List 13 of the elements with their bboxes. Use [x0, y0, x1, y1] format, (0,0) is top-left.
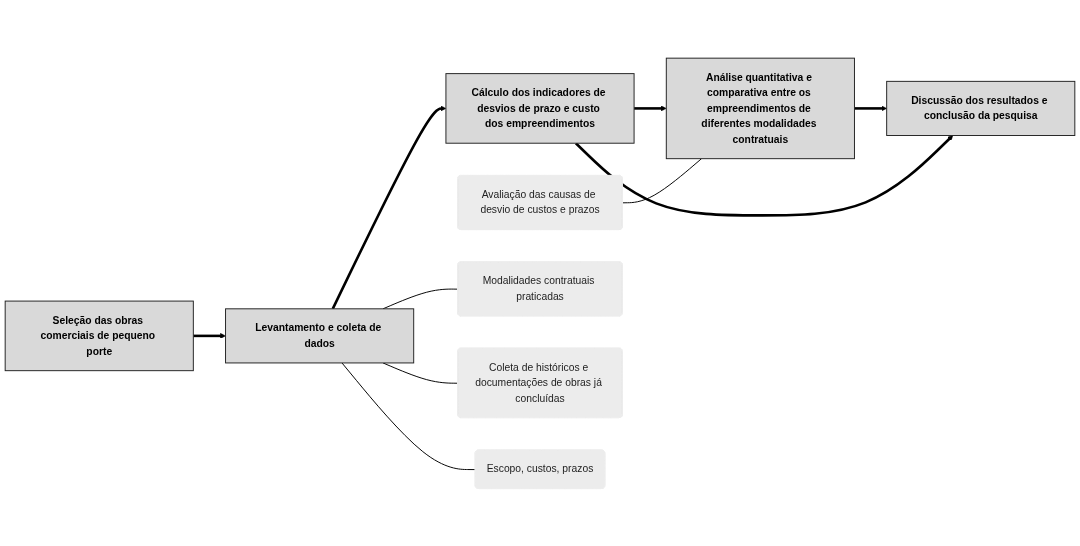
node-box: Discussão dos resultados e conclusão da pesquisa	[886, 80, 1076, 136]
node-box: Análise quantitativa e comparativa entre os empreendimentos de diferentes modalidades contratuais	[665, 57, 855, 159]
arrow	[574, 134, 954, 217]
arrow	[854, 105, 887, 111]
node-box: Cálculo dos indicadores de desvios de prazo e custo dos empreendimentos	[445, 72, 635, 144]
arrow	[193, 332, 226, 339]
arrow	[331, 105, 447, 309]
node-box: Levantamento e coleta de dados	[225, 307, 415, 364]
connector	[622, 157, 702, 203]
connector	[382, 362, 459, 384]
arrow	[634, 105, 667, 111]
node-box: Seleção das obras comerciais de pequeno porte	[4, 300, 194, 371]
connector	[341, 362, 476, 470]
